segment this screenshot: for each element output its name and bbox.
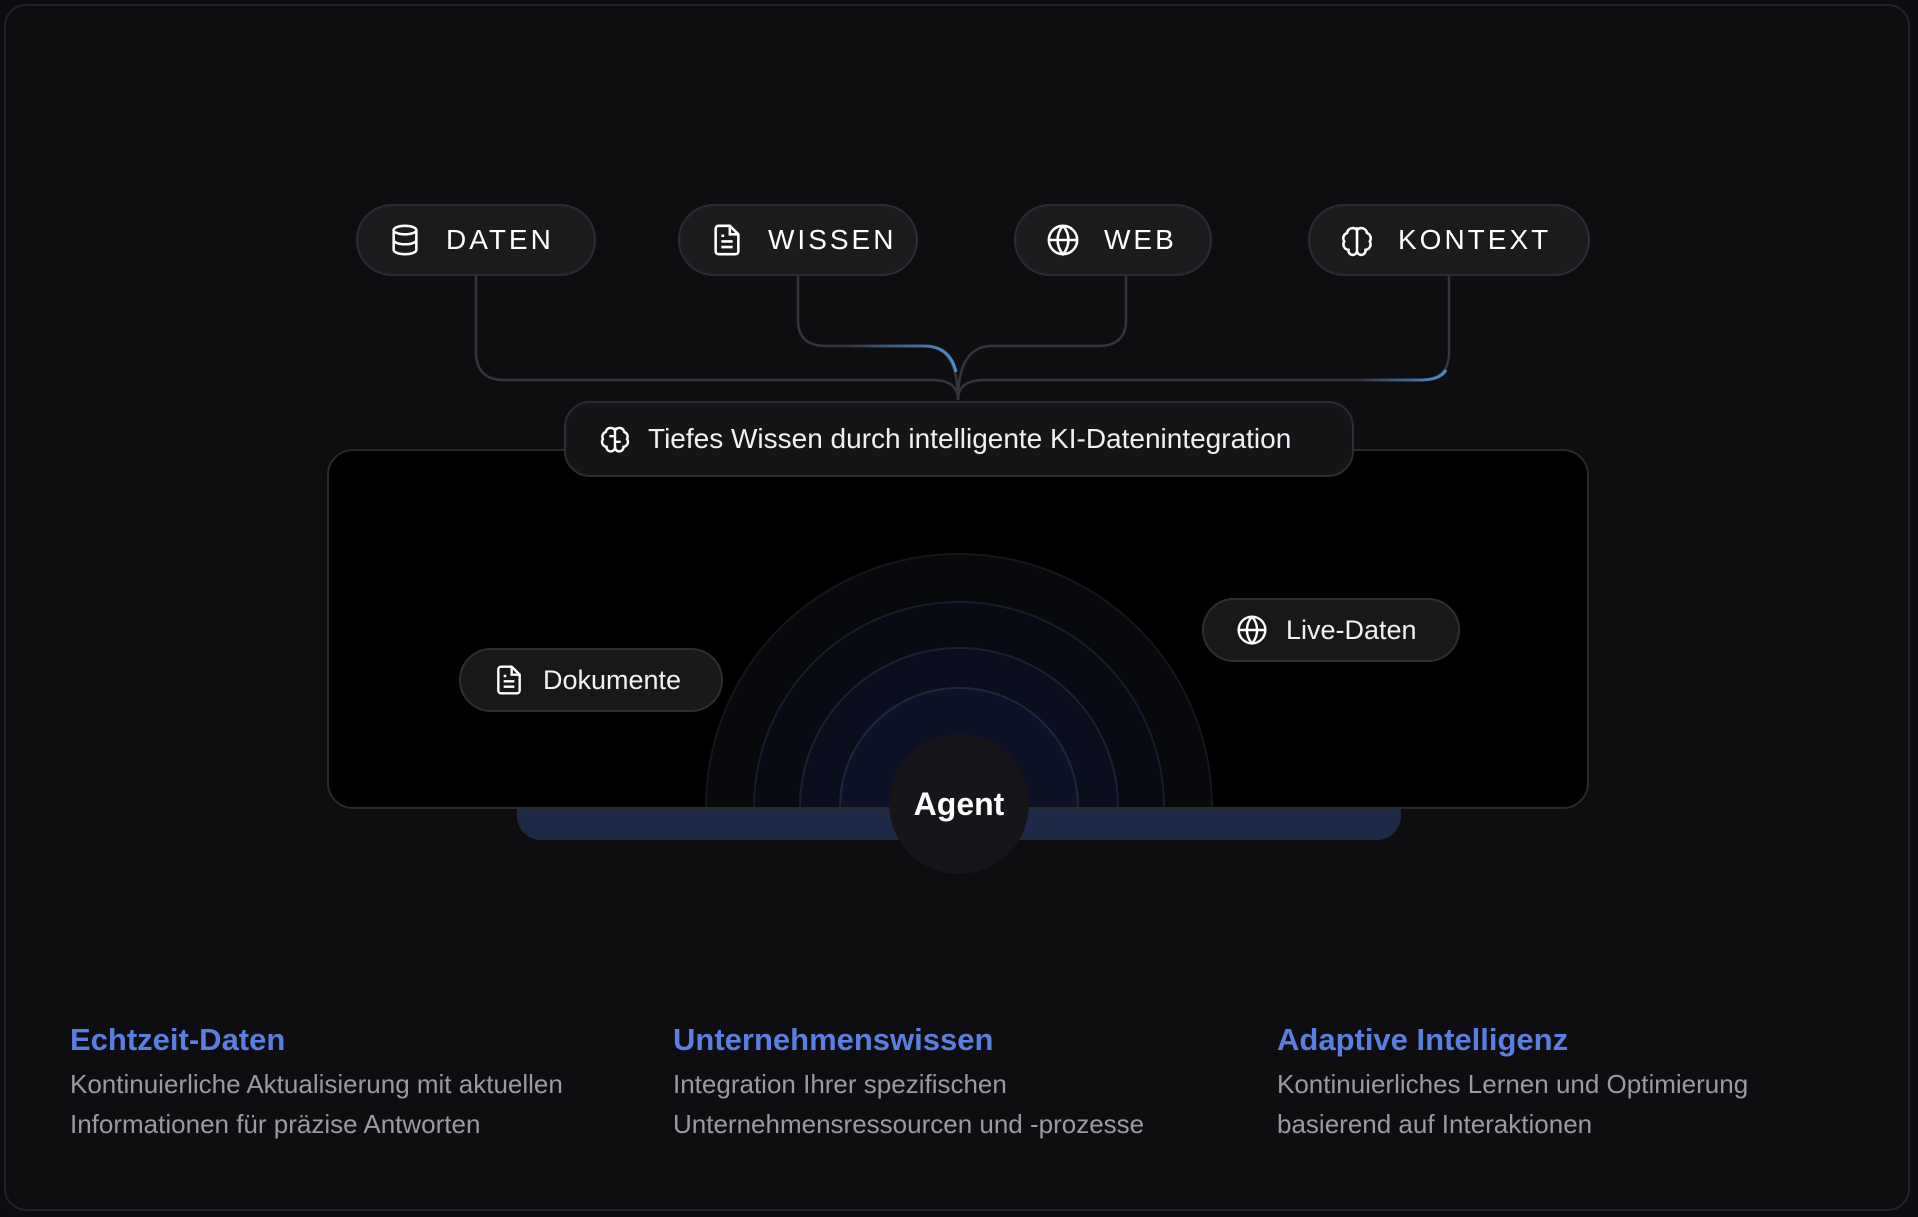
chip-dokumente[interactable]: Dokumente [459,648,723,712]
brain-icon [598,422,632,456]
feature-adaptive-intelligenz: Adaptive Intelligenz Kontinuierliches Le… [1277,1022,1877,1144]
feature-title: Unternehmenswissen [673,1022,994,1057]
feature-title: Adaptive Intelligenz [1277,1022,1569,1057]
feature-title: Echtzeit-Daten [70,1022,286,1057]
database-icon [388,223,422,257]
chip-label: Dokumente [543,664,682,695]
feature-echtzeit-daten: Echtzeit-Daten Kontinuierliche Aktualisi… [70,1022,670,1144]
integration-banner: Tiefes Wissen durch intelligente KI-Date… [564,401,1354,477]
agent-label: Agent [913,785,1005,822]
source-label: WEB [1104,224,1177,255]
source-label: KONTEXT [1398,224,1552,255]
source-label: WISSEN [768,224,897,255]
document-icon [493,664,525,696]
source-web[interactable]: WEB [1014,204,1212,276]
globe-icon [1046,223,1080,257]
globe-icon [1236,614,1268,646]
source-kontext[interactable]: KONTEXT [1308,204,1590,276]
feature-unternehmenswissen: Unternehmenswissen Integration Ihrer spe… [673,1022,1273,1144]
chip-live-daten[interactable]: Live-Daten [1202,598,1460,662]
source-label: DATEN [446,224,554,255]
chip-label: Live-Daten [1286,614,1417,645]
connector-daten [474,274,960,401]
document-icon [710,223,744,257]
source-wissen[interactable]: WISSEN [678,204,918,276]
connector-highlight-center [845,344,958,373]
feature-description: Kontinuierliche Aktualisierung mit aktue… [70,1069,563,1139]
banner-label: Tiefes Wissen durch intelligente KI-Date… [648,423,1292,454]
connector-highlight-right [1358,369,1448,382]
source-daten[interactable]: DATEN [356,204,596,276]
brain-icon [1340,223,1374,257]
agent-node[interactable]: Agent [889,734,1029,874]
